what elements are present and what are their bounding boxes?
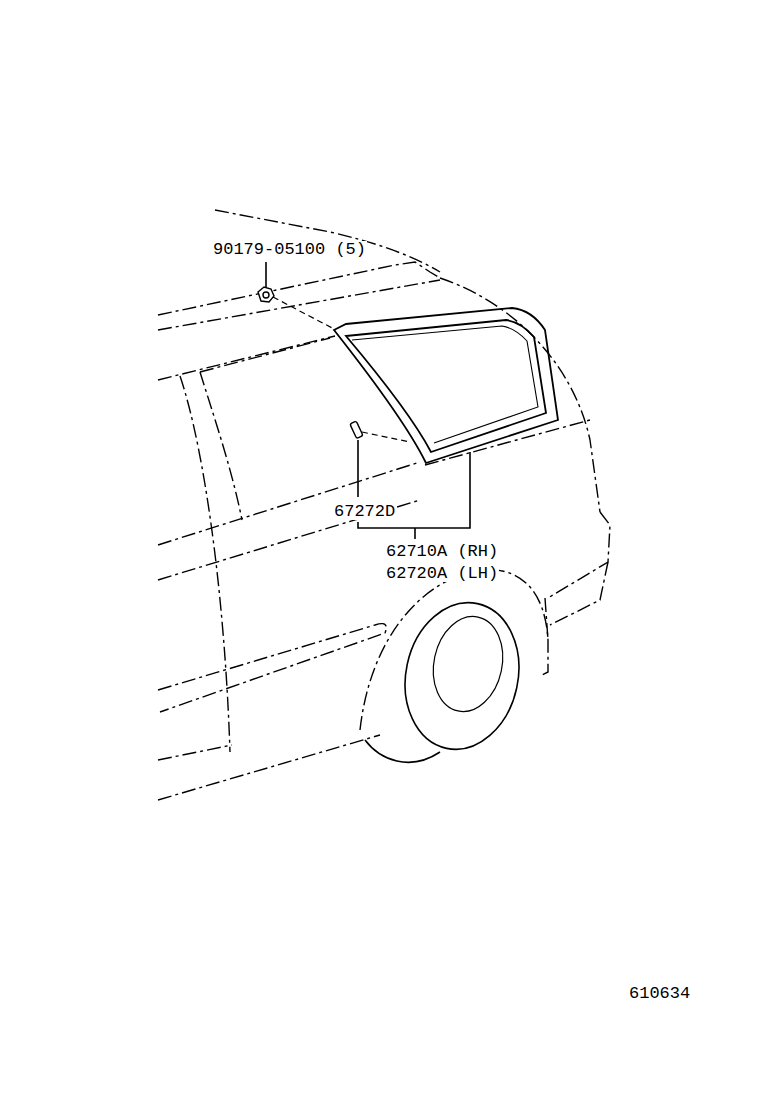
- belt-line: [158, 462, 420, 545]
- roof-edge: [158, 336, 335, 380]
- quarter-window-glass: [334, 308, 558, 463]
- figure-number: 610634: [628, 985, 691, 1002]
- sill-line: [158, 745, 232, 760]
- roof-rail-lower: [158, 280, 440, 330]
- nut-hole: [263, 292, 269, 298]
- fender-flare: [545, 598, 548, 640]
- side-molding: [158, 624, 386, 712]
- nut-leader: [273, 297, 336, 330]
- moulding-outer: [334, 308, 558, 463]
- nut: [258, 287, 274, 302]
- moulding-inner: [346, 320, 546, 452]
- clip: [350, 421, 363, 438]
- leader-lines: [266, 262, 470, 539]
- body-phantom-lines: [158, 210, 610, 800]
- dashed-leaders: [273, 297, 410, 442]
- tire-bottom: [365, 740, 440, 762]
- clip-leader: [362, 432, 410, 442]
- glass-edge: [352, 326, 538, 443]
- door-window-front: [200, 372, 242, 520]
- bracket-stem: [414, 528, 416, 539]
- wheel-arch: [360, 570, 548, 730]
- rim: [425, 610, 511, 718]
- roof-rail: [158, 262, 440, 315]
- part-number: 62720A (LH): [385, 565, 499, 582]
- nut-callout-line: [265, 262, 267, 287]
- belt-line-lower: [158, 500, 420, 580]
- rear-bumper: [548, 512, 610, 598]
- nut-symbol: [258, 287, 274, 302]
- part-number: 90179-05100 (5): [212, 241, 367, 258]
- part-number: 62710A (RH): [385, 543, 499, 560]
- wheel: [365, 592, 532, 762]
- clip-symbol: [350, 421, 363, 438]
- clip-callout-line: [357, 440, 359, 497]
- tire: [392, 592, 532, 760]
- part-number: 67272D: [333, 503, 396, 520]
- door-window-top: [200, 338, 330, 372]
- rocker-line: [158, 735, 380, 800]
- bumper-lower: [550, 562, 608, 625]
